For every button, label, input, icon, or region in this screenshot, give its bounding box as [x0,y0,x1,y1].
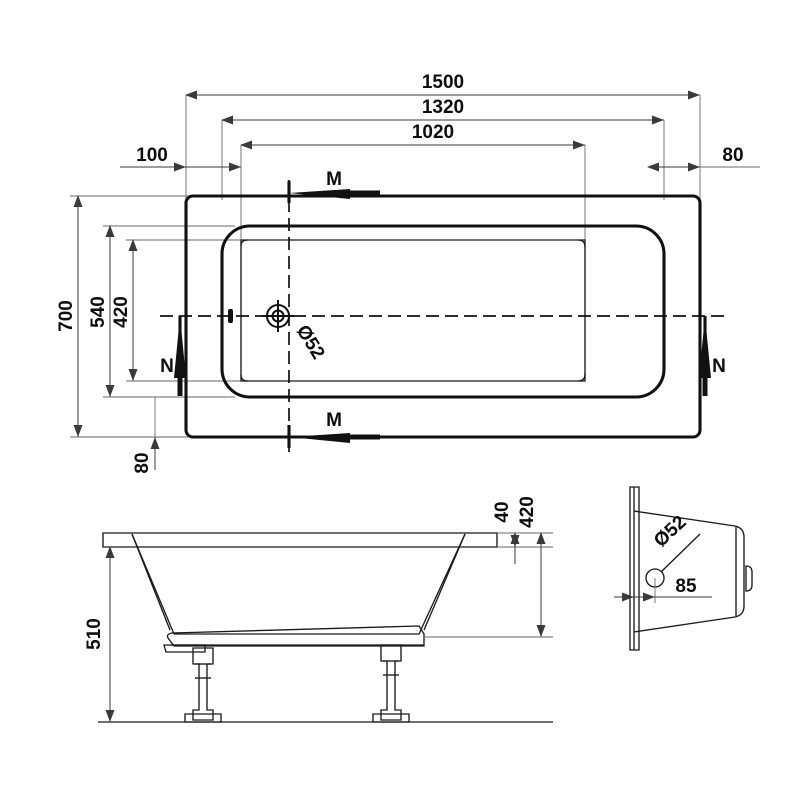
dim-label-1320: 1320 [422,97,464,118]
section-view: 510 40 420 [84,496,553,723]
dim-label-420-section: 420 [517,496,538,528]
dim-label-510: 510 [84,618,105,650]
dim-inner-rim-width: 540 [88,225,115,397]
dim-drain-offset: 85 [614,576,712,603]
dim-bowl-width: 420 [111,239,138,381]
tub-inner-rim [220,224,666,399]
dim-inner-rim-length: 1320 [221,97,664,125]
section-mark-n-right: N [699,316,726,396]
dim-overall-length: 1500 [185,72,700,100]
dim-label-100: 100 [136,145,168,166]
drain-diameter-label: Ø52 [292,322,329,364]
section-foot-plate-left [163,644,206,653]
bowl-corner-bl [240,374,249,382]
bowl-corner-br [577,373,586,382]
section-leg-right [372,644,410,723]
section-rim-slab [102,532,498,548]
section-mark-label-n-left: N [160,356,174,377]
plan-vertical-extension-lines [70,195,250,470]
dim-label-700: 700 [56,300,77,332]
dim-label-420-plan: 420 [111,296,132,328]
dim-label-80-right: 80 [722,145,743,166]
section-bowl-bottom [166,625,425,647]
section-mark-m-bottom: M [287,410,380,448]
dim-overall-height: 510 [84,546,115,722]
dim-overall-width: 700 [56,195,83,437]
section-mark-m-top: M [287,169,380,203]
bowl-corner-tl [240,239,249,247]
dim-label-85: 85 [675,576,697,597]
dim-rim-thickness: 40 [492,501,520,564]
end-view: Ø52 85 [614,486,753,651]
section-inner-wall-left [131,533,171,631]
end-body-outline [633,510,745,633]
section-inner-wall-right [423,533,466,631]
dim-label-40: 40 [492,501,513,522]
section-mark-label-m-top: M [326,169,342,190]
section-mark-n-left: N [160,316,186,396]
dim-left-offset: 100 [120,145,241,172]
section-mark-label-m-bottom: M [326,410,342,431]
section-outer-wall [131,533,466,635]
end-drain-leader [660,533,701,573]
dim-label-1500: 1500 [422,72,464,93]
dim-right-offset: 80 [647,145,744,172]
dim-bottom-offset: 80 [132,437,160,474]
end-drain-diameter-label: Ø52 [650,512,691,552]
dim-label-80-bottom: 80 [132,452,153,473]
end-handle-detail [745,565,753,592]
bowl-corner-tr [577,239,586,248]
dim-bowl-length: 1020 [240,122,585,150]
dim-bowl-depth: 420 [517,496,546,637]
plan-view: 1500 1320 1020 100 80 [56,72,760,474]
section-mark-label-n-right: N [712,356,726,377]
tub-bowl-floor [240,239,586,382]
dim-label-540: 540 [88,296,109,328]
drain-symbol [262,300,294,332]
section-leg-left [184,647,222,723]
overflow-slot [228,309,233,323]
dim-label-1020: 1020 [412,122,454,143]
